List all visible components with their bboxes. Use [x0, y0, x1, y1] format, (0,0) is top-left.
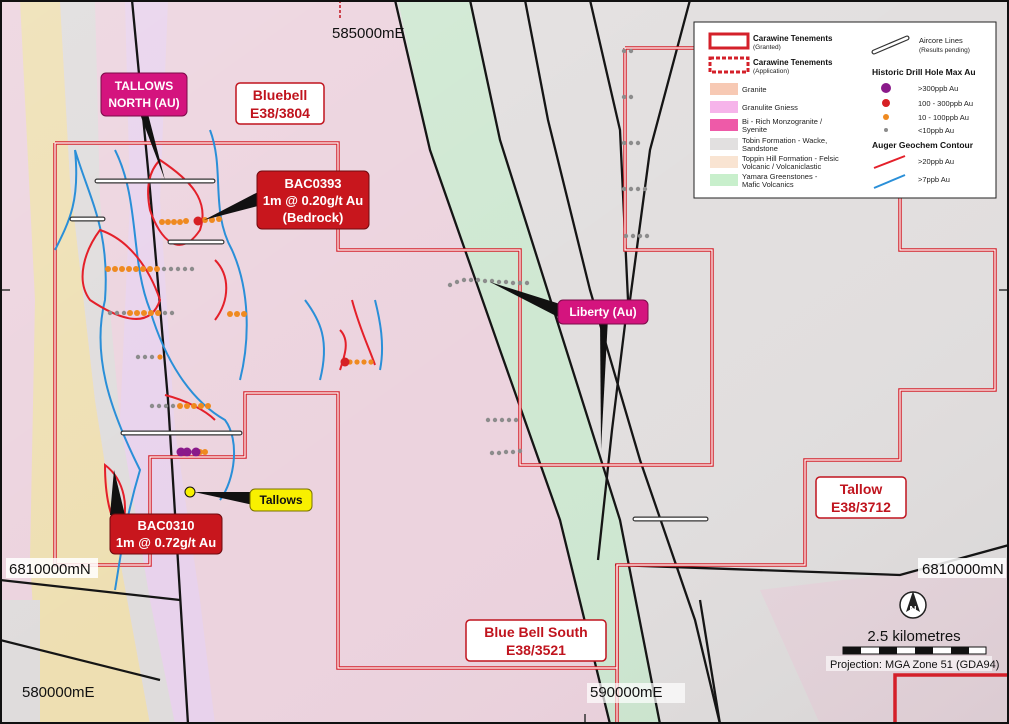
svg-text:Granulite Gniess: Granulite Gniess — [742, 103, 798, 112]
svg-text:(Granted): (Granted) — [753, 44, 781, 51]
svg-text:Toppin Hill Formation - Felsic: Toppin Hill Formation - Felsic — [742, 154, 839, 163]
easting-bottom-left-label: 580000mE — [22, 684, 95, 701]
svg-text:TALLOWS: TALLOWS — [115, 79, 173, 93]
easting-top-label: 585000mE — [332, 25, 405, 42]
svg-text:(Application): (Application) — [753, 68, 789, 75]
projection-text: Projection: MGA Zone 51 (GDA94) — [830, 659, 999, 671]
svg-text:N: N — [909, 605, 916, 616]
svg-text:Yamara Greenstones -: Yamara Greenstones - — [742, 172, 818, 181]
svg-text:E38/3804: E38/3804 — [250, 105, 310, 121]
easting-bottom-right-label: 590000mE — [590, 684, 663, 701]
drill-holes-purple — [176, 447, 201, 457]
svg-text:10 - 100ppb Au: 10 - 100ppb Au — [918, 113, 969, 122]
northing-left-label: 6810000mN — [9, 561, 91, 578]
tallows-marker — [184, 486, 196, 498]
svg-text:Blue Bell South: Blue Bell South — [484, 624, 587, 640]
svg-text:100 - 300ppb Au: 100 - 300ppb Au — [918, 99, 973, 108]
svg-text:Liberty (Au): Liberty (Au) — [569, 305, 636, 319]
svg-text:Tallows: Tallows — [259, 493, 302, 507]
svg-text:2.5 kilometres: 2.5 kilometres — [867, 628, 960, 645]
tenement-label-bluebell: Bluebell E38/3804 — [235, 82, 325, 125]
north-arrow: N — [899, 591, 927, 619]
callout-bac0310: BAC0310 1m @ 0.72g/t Au — [109, 513, 223, 555]
svg-text:BAC0310: BAC0310 — [137, 518, 194, 533]
svg-text:Syenite: Syenite — [742, 125, 767, 134]
svg-text:Mafic Volcanics: Mafic Volcanics — [742, 180, 794, 189]
svg-text:Bluebell: Bluebell — [253, 87, 307, 103]
svg-text:1m @ 0.72g/t Au: 1m @ 0.72g/t Au — [116, 535, 216, 550]
svg-text:BAC0393: BAC0393 — [284, 176, 341, 191]
tenement-label-tallow: Tallow E38/3712 — [815, 476, 907, 519]
drill-holes-red — [193, 216, 350, 367]
svg-text:(Results pending): (Results pending) — [919, 47, 970, 54]
svg-text:Tallow: Tallow — [840, 481, 883, 497]
drill-holes-grey — [107, 48, 650, 456]
drill-line-4 — [157, 354, 374, 455]
tallow-boundary-lower — [893, 673, 1009, 724]
callout-tallows-north: TALLOWS NORTH (AU) — [100, 72, 188, 117]
scale-bar: 2.5 kilometres — [842, 628, 987, 655]
northing-right-label: 6810000mN — [922, 561, 1004, 578]
svg-text:>20ppb Au: >20ppb Au — [918, 157, 954, 166]
svg-text:Volcanic / Volcaniclastic: Volcanic / Volcaniclastic — [742, 162, 821, 171]
drill-holes-orange — [105, 216, 374, 455]
svg-text:1m @ 0.20g/t Au: 1m @ 0.20g/t Au — [263, 193, 363, 208]
svg-text:E38/3712: E38/3712 — [831, 499, 891, 515]
svg-text:Carawine Tenements: Carawine Tenements — [753, 34, 833, 43]
auger-contours-blue — [54, 129, 384, 591]
svg-text:Aircore Lines: Aircore Lines — [919, 36, 963, 45]
svg-text:Carawine Tenements: Carawine Tenements — [753, 58, 833, 67]
leader-lines — [110, 114, 608, 515]
svg-text:Bi - Rich Monzogranite /: Bi - Rich Monzogranite / — [742, 117, 823, 126]
svg-text:E38/3521: E38/3521 — [506, 642, 566, 658]
svg-text:Tobin Formation - Wacke,: Tobin Formation - Wacke, — [742, 136, 827, 145]
drill-line-3 — [127, 310, 247, 317]
callout-tallows: Tallows — [249, 488, 313, 512]
svg-text:>300ppb Au: >300ppb Au — [918, 84, 958, 93]
map-legend: Carawine Tenements (Granted) Carawine Te… — [693, 21, 997, 199]
aircore-lines-inner — [70, 179, 708, 521]
svg-text:Historic Drill Hole Max Au: Historic Drill Hole Max Au — [872, 67, 976, 77]
svg-text:<10ppb Au: <10ppb Au — [918, 126, 954, 135]
svg-text:Granite: Granite — [742, 85, 767, 94]
svg-text:Auger Geochem Contour: Auger Geochem Contour — [872, 140, 974, 150]
drill-line-2 — [105, 266, 160, 272]
svg-text:>7ppb Au: >7ppb Au — [918, 175, 950, 184]
svg-text:Sandstone: Sandstone — [742, 144, 778, 153]
callout-liberty: Liberty (Au) — [557, 299, 649, 325]
drill-line-1 — [159, 216, 222, 225]
svg-text:NORTH (AU): NORTH (AU) — [108, 96, 179, 110]
callout-bac0393: BAC0393 1m @ 0.20g/t Au (Bedrock) — [256, 170, 370, 230]
svg-text:(Bedrock): (Bedrock) — [283, 210, 344, 225]
tenement-label-blue-bell-south: Blue Bell South E38/3521 — [465, 619, 607, 662]
